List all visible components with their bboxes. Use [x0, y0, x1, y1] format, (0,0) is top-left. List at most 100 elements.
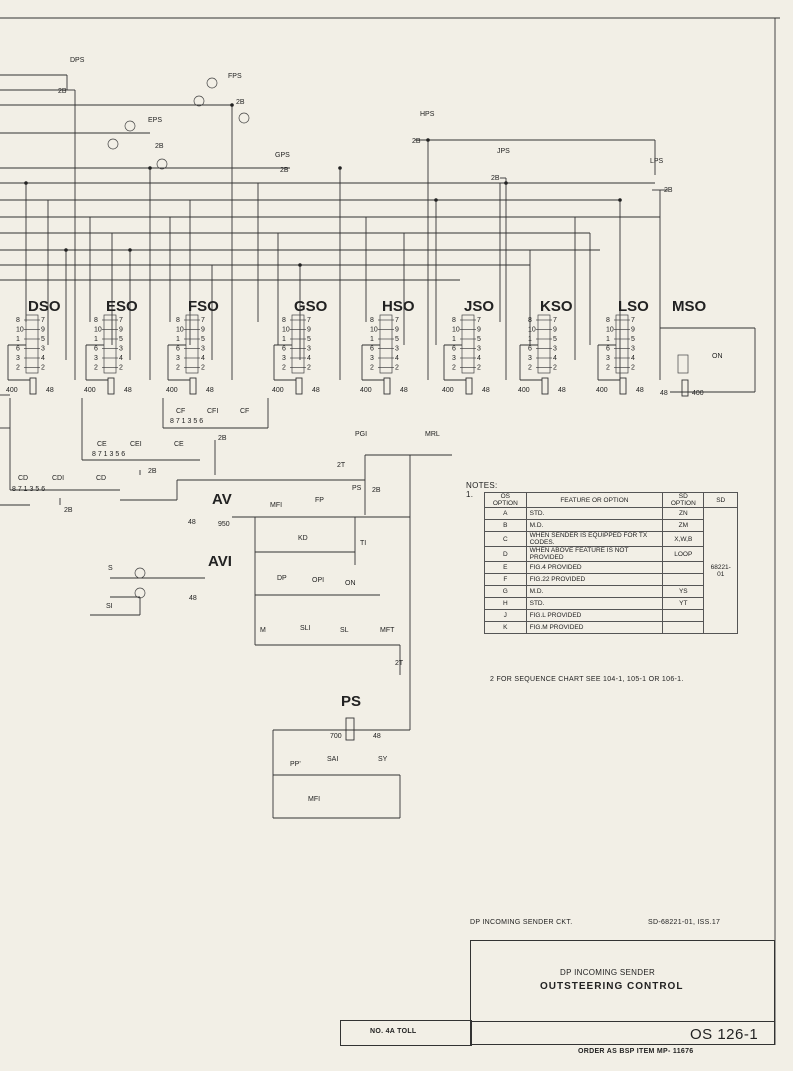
office-box — [340, 1020, 472, 1046]
contact-label: 2B — [236, 99, 245, 106]
pin-number: 10 — [16, 327, 24, 334]
pin-number: 10 — [606, 327, 614, 334]
svg-text:SI: SI — [106, 603, 113, 610]
order-note: ORDER AS BSP ITEM MP- 11676 — [578, 1048, 694, 1055]
sd-option-cell: YS — [662, 585, 705, 598]
pin-number: 2 — [16, 365, 20, 372]
pin-number: 2 — [282, 365, 286, 372]
relay-contact-stack — [677, 354, 689, 374]
pin-number: 9 — [41, 327, 45, 334]
os-option-cell: C — [484, 531, 527, 547]
sd-ref-cell: 68221-01 — [703, 507, 738, 634]
svg-text:2B: 2B — [64, 507, 73, 514]
sd-option-cell — [662, 609, 705, 622]
pin-number: 1 — [452, 336, 456, 343]
svg-text:SAI: SAI — [327, 756, 338, 763]
feature-cell: M.D. — [525, 585, 664, 598]
os-option-cell: E — [484, 561, 527, 574]
contact-label: 2B — [280, 167, 289, 174]
coil-resistance: 400 — [84, 387, 96, 394]
pin-number: 9 — [477, 327, 481, 334]
contact-label: 2B — [412, 138, 421, 145]
pin-number: 2 — [119, 365, 123, 372]
feature-cell: WHEN ABOVE FEATURE IS NOT PROVIDED — [525, 546, 664, 562]
pin-number: 5 — [631, 336, 635, 343]
svg-text:48: 48 — [373, 733, 381, 740]
svg-text:MFT: MFT — [380, 627, 395, 634]
os-option-cell: A — [484, 507, 527, 520]
relay-contact-stack — [291, 314, 305, 374]
option-table: OS OPTION FEATURE OR OPTION SD OPTION SD… — [484, 492, 738, 634]
svg-text:8 7 1 3 5 6: 8 7 1 3 5 6 — [12, 486, 45, 493]
feature-cell: M.D. — [525, 519, 664, 532]
relay-contact-stack — [379, 314, 393, 374]
pin-number: 4 — [41, 355, 45, 362]
sd-option-cell: YT — [662, 597, 705, 610]
pin-number: 8 — [176, 317, 180, 324]
pin-number: 9 — [395, 327, 399, 334]
svg-text:CFI: CFI — [207, 408, 218, 415]
pin-number: 1 — [16, 336, 20, 343]
svg-text:CEI: CEI — [130, 441, 142, 448]
os-option-cell: B — [484, 519, 527, 532]
so-relay-label: JSO — [464, 298, 494, 315]
pin-number: 7 — [553, 317, 557, 324]
drawing-no-box — [470, 1020, 775, 1045]
svg-text:2B: 2B — [372, 487, 381, 494]
svg-text:PP': PP' — [290, 761, 301, 768]
relay-contact-stack — [185, 314, 199, 374]
circuit-name: DP INCOMING SENDER CKT. — [470, 919, 573, 926]
col-os-option: OS OPTION — [484, 492, 527, 508]
pin-number: 4 — [631, 355, 635, 362]
svg-text:DP: DP — [277, 575, 287, 582]
pin-number: 7 — [395, 317, 399, 324]
relay-coil — [465, 377, 473, 395]
pin-number: 10 — [528, 327, 536, 334]
relay-contact-stack — [615, 314, 629, 374]
coil-voltage: 48 — [46, 387, 54, 394]
pin-number: 2 — [452, 365, 456, 372]
pin-number: 5 — [477, 336, 481, 343]
contact-label: FPS — [228, 73, 242, 80]
coil-voltage: 48 — [400, 387, 408, 394]
pin-number: 2 — [307, 365, 311, 372]
pin-number: 10 — [176, 327, 184, 334]
pin-number: 8 — [94, 317, 98, 324]
pin-number: 4 — [307, 355, 311, 362]
pin-number: 3 — [307, 346, 311, 353]
os-option-cell: J — [484, 609, 527, 622]
pin-number: 5 — [41, 336, 45, 343]
relay-contact-stack — [537, 314, 551, 374]
pin-number: 10 — [94, 327, 102, 334]
so-relay-label: KSO — [540, 298, 573, 315]
os-option-cell: H — [484, 597, 527, 610]
coil-resistance: 400 — [692, 390, 704, 397]
so-relay-label: HSO — [382, 298, 415, 315]
svg-text:FP: FP — [315, 497, 324, 504]
so-relay-label: GSO — [294, 298, 328, 315]
svg-text:CE: CE — [97, 441, 107, 448]
pin-number: 7 — [119, 317, 123, 324]
svg-text:SL: SL — [340, 627, 349, 634]
pin-number: 6 — [370, 346, 374, 353]
pin-number: 1 — [370, 336, 374, 343]
svg-text:S: S — [108, 565, 113, 572]
svg-text:MFI: MFI — [270, 502, 282, 509]
pin-number: 6 — [282, 346, 286, 353]
pin-number: 6 — [452, 346, 456, 353]
pin-number: 8 — [606, 317, 610, 324]
pin-number: 1 — [176, 336, 180, 343]
relay-contact-stack — [461, 314, 475, 374]
pin-number: 2 — [631, 365, 635, 372]
feature-cell: FIG.22 PROVIDED — [525, 573, 664, 586]
pin-number: 2 — [41, 365, 45, 372]
feature-cell: STD. — [525, 597, 664, 610]
pin-number: 6 — [176, 346, 180, 353]
col-feature: FEATURE OR OPTION — [525, 492, 664, 508]
pin-number: 2 — [201, 365, 205, 372]
